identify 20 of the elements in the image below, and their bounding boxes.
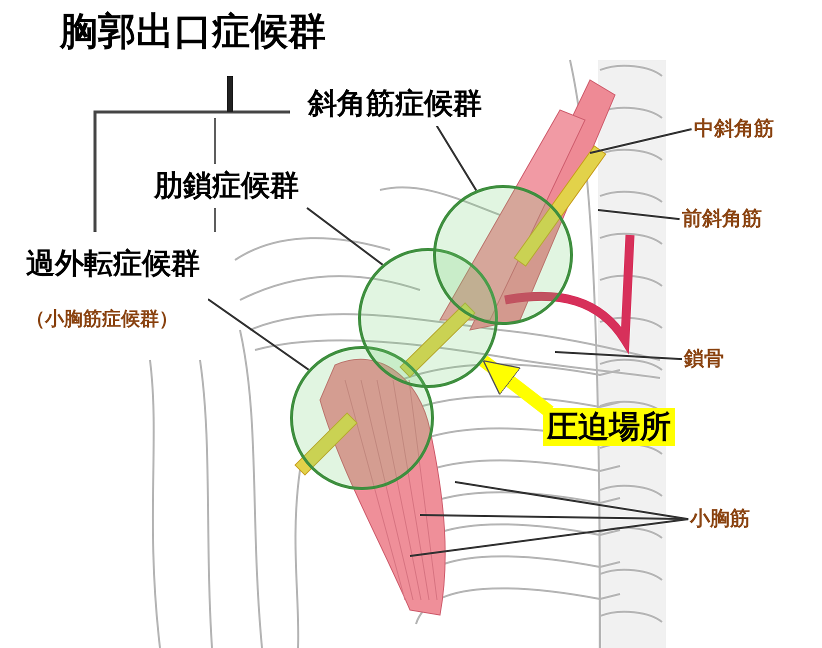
leader-line — [410, 518, 688, 557]
leader-line — [306, 207, 384, 266]
leader-line — [454, 481, 688, 520]
title: 胸郭出口症候群 — [60, 10, 326, 54]
part-label: 小胸筋 — [690, 507, 750, 529]
arrow — [479, 356, 554, 417]
leader-line — [207, 298, 310, 371]
leader-line — [554, 351, 682, 360]
highlight-label: 圧迫場所 — [543, 408, 675, 446]
part-label: 前斜角筋 — [682, 207, 762, 229]
leader-line — [598, 209, 680, 220]
part-label: 中斜角筋 — [694, 117, 774, 139]
syndrome-label: 過外転症候群 — [26, 248, 200, 280]
highlight-circle — [358, 248, 498, 388]
highlight-circle — [290, 346, 434, 490]
leader-line — [436, 125, 478, 191]
highlight-circle — [433, 185, 573, 325]
syndrome-subtitle: （小胸筋症候群） — [26, 306, 179, 332]
part-label: 鎖骨 — [684, 347, 724, 369]
leader-line — [590, 128, 692, 154]
